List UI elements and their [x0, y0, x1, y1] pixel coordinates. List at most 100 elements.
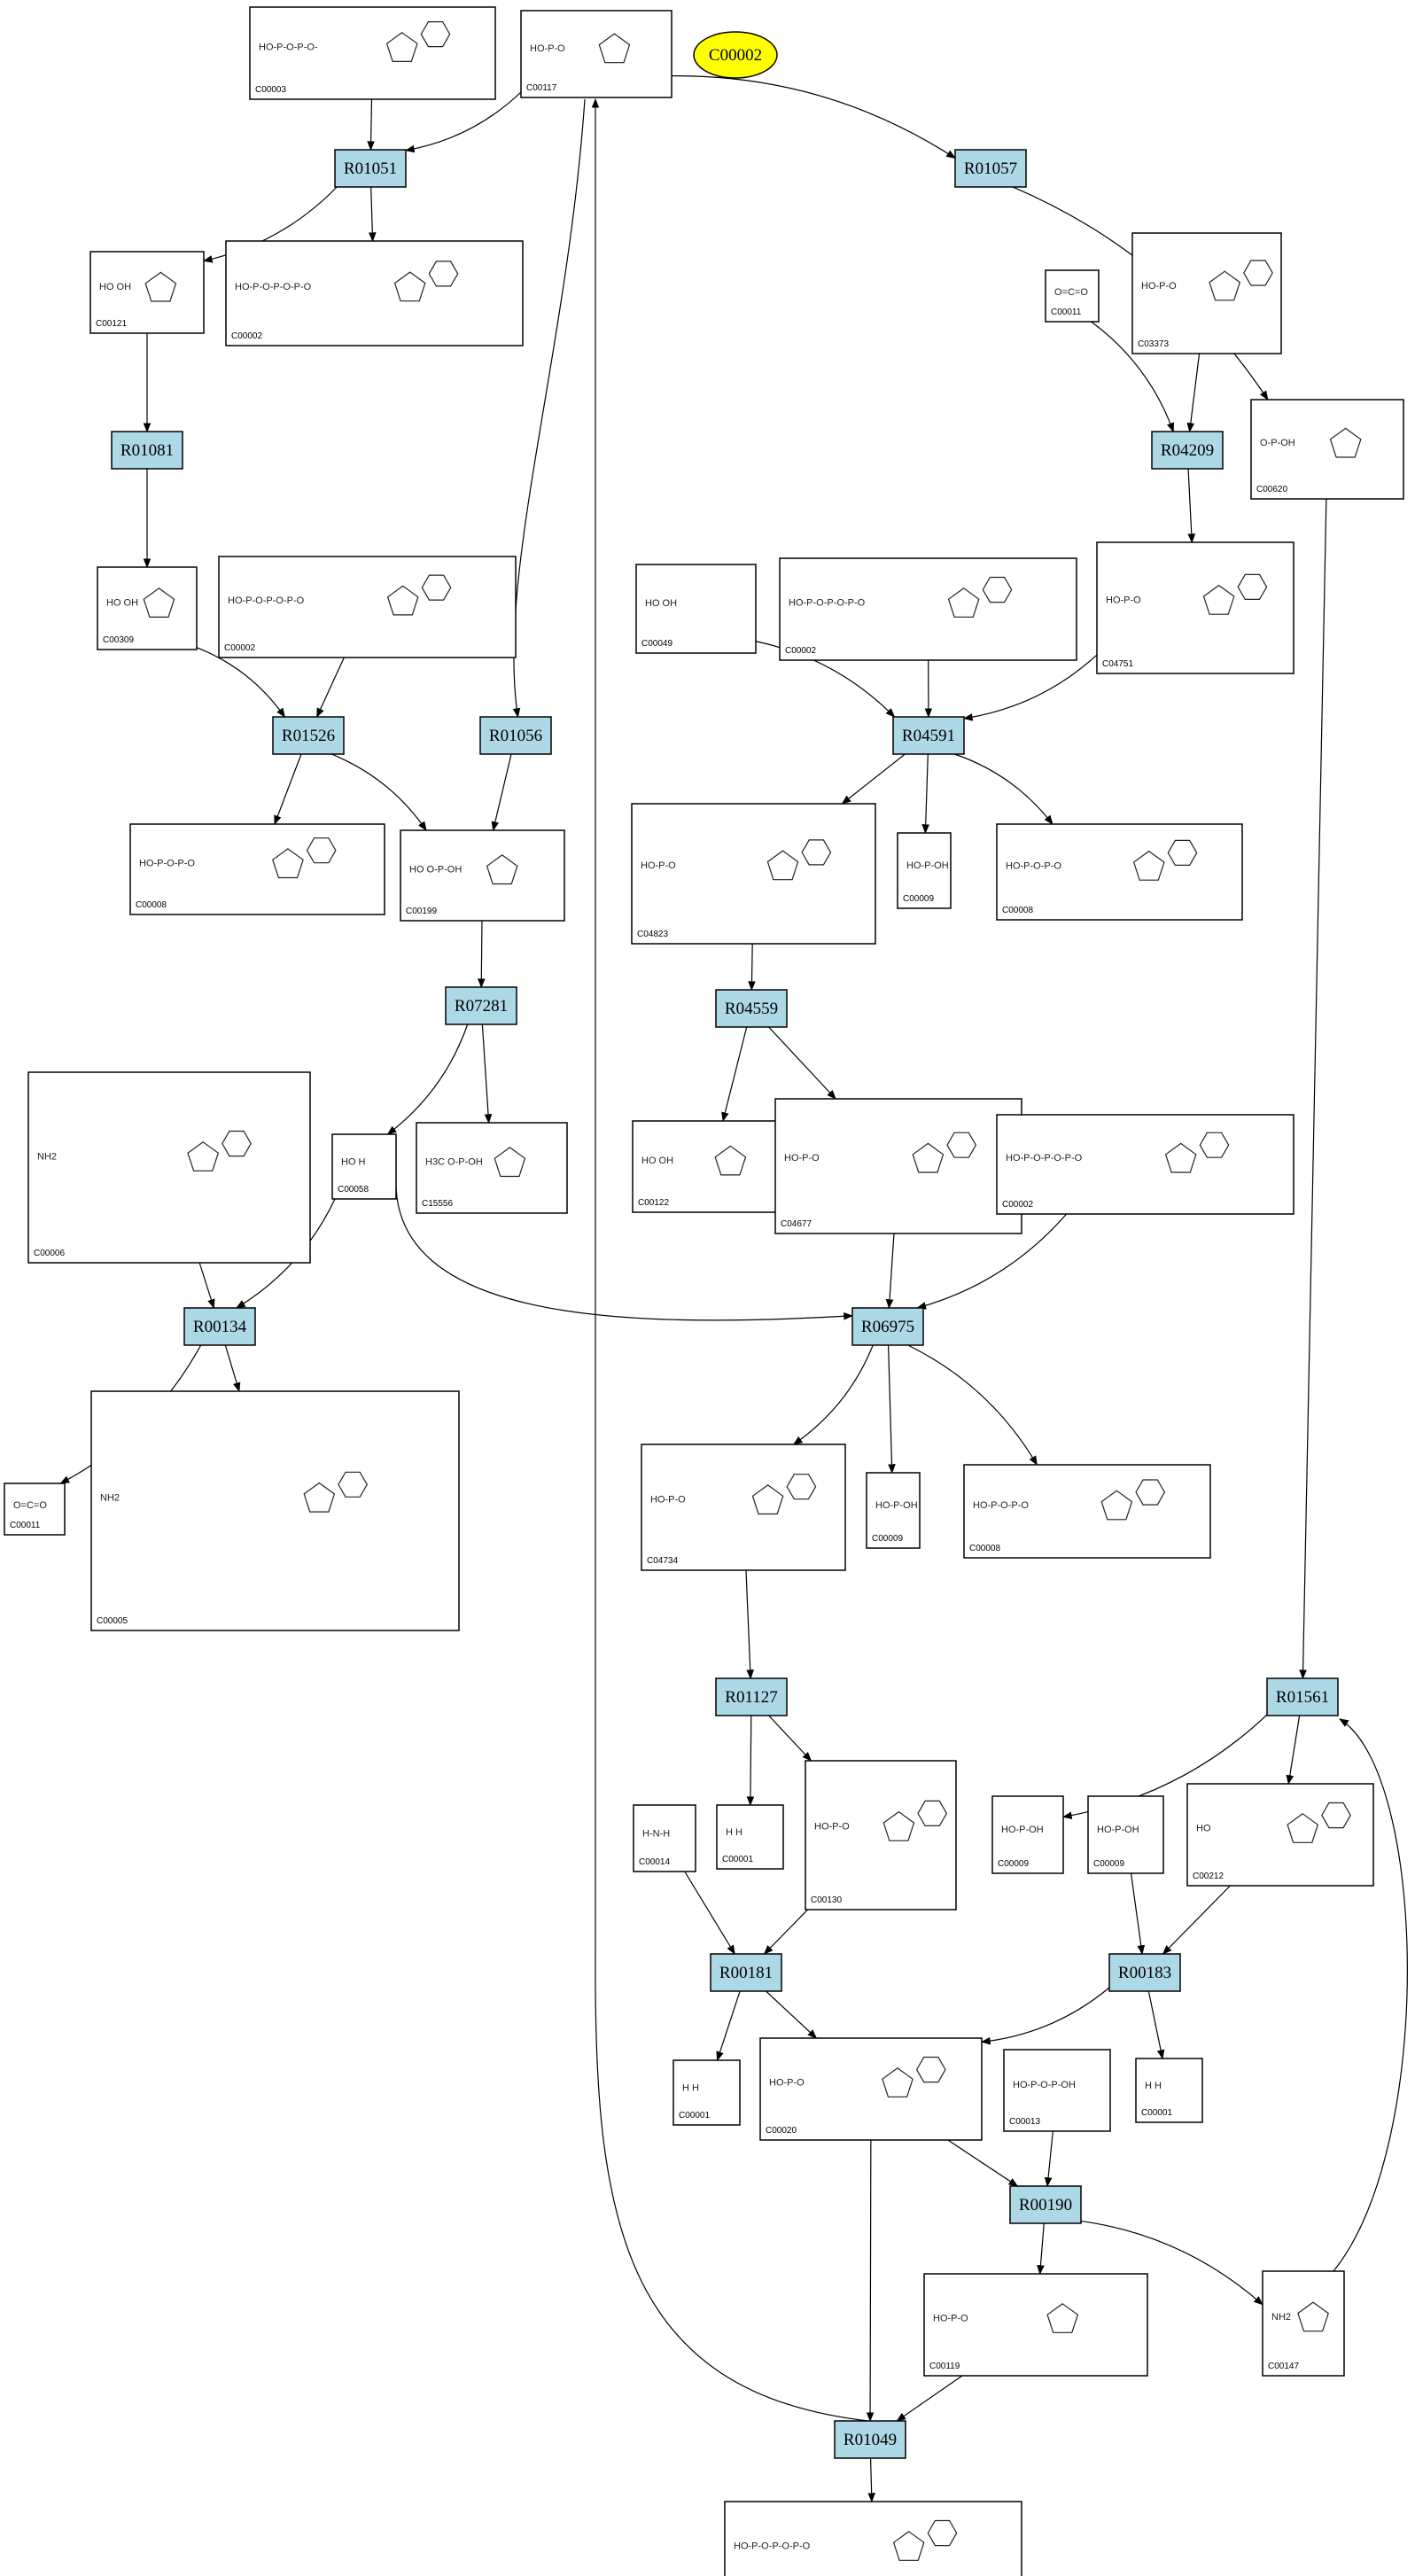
- edge-c00049-to-R04591: [755, 641, 896, 718]
- edge-c04677-to-R06975: [885, 1233, 895, 1310]
- compound-formula: HO-P-OH: [906, 860, 949, 871]
- ring-shape: [947, 588, 980, 618]
- reaction-node-R01081[interactable]: R01081: [111, 431, 183, 470]
- edge-c00117-to-R01057: [671, 75, 956, 159]
- reaction-node-R04591[interactable]: R04591: [892, 716, 965, 755]
- compound-id: C00002: [231, 331, 262, 341]
- reaction-label: R01081: [121, 441, 174, 460]
- compound-id: C00009: [998, 1859, 1029, 1869]
- reaction-node-R06975[interactable]: R06975: [851, 1307, 924, 1346]
- compound-formula: HO OH: [641, 1156, 673, 1166]
- reaction-node-R04209[interactable]: R04209: [1151, 431, 1224, 470]
- compound-box: [641, 1444, 846, 1571]
- ring-shape: [1046, 2303, 1079, 2333]
- edge-c04734-to-R01127: [745, 1569, 755, 1680]
- compound-formula: HO-P-O-P-O-P-O: [228, 595, 305, 606]
- edge-R01526-to-c00199: [330, 753, 427, 831]
- reaction-box: [272, 716, 345, 755]
- compound-node-c00003_top[interactable]: HO-P-O-P-O-C00003: [249, 6, 496, 100]
- reaction-node-R00183[interactable]: R00183: [1108, 1953, 1181, 1992]
- reaction-node-R00134[interactable]: R00134: [183, 1307, 256, 1346]
- reaction-box: [715, 1677, 788, 1716]
- legend-label: C00002: [709, 46, 762, 65]
- reaction-label: R00190: [1019, 2196, 1072, 2214]
- reaction-label: R01049: [844, 2431, 897, 2449]
- compound-box: [4, 1483, 66, 1536]
- reaction-node-R00190[interactable]: R00190: [1009, 2185, 1082, 2224]
- compound-id: C00005: [97, 1616, 128, 1626]
- reaction-box: [445, 986, 517, 1025]
- edge-R01561-to-c00212: [1286, 1715, 1301, 1786]
- compound-box: [897, 832, 952, 909]
- edge-R01049-to-c00117: [591, 97, 868, 2422]
- reaction-node-R01526[interactable]: R01526: [272, 716, 345, 755]
- reaction-node-R01051[interactable]: R01051: [334, 149, 407, 188]
- edge-c00309-to-R01526: [196, 647, 285, 718]
- legend-ellipse[interactable]: [693, 31, 778, 79]
- compound-formula: H H: [1145, 2081, 1162, 2091]
- reaction-node-R00181[interactable]: R00181: [710, 1953, 782, 1992]
- reaction-node-R01056[interactable]: R01056: [479, 716, 552, 755]
- compound-box: [805, 1760, 957, 1911]
- ring-shape: [306, 837, 337, 864]
- reaction-node-R07281[interactable]: R07281: [445, 986, 517, 1025]
- reaction-node-R01057[interactable]: R01057: [954, 149, 1027, 188]
- edge-c04823-to-R04559: [748, 943, 756, 992]
- reaction-box: [1108, 1953, 1181, 1992]
- reaction-node-R01561[interactable]: R01561: [1266, 1677, 1339, 1716]
- reaction-label: R07281: [455, 997, 508, 1016]
- compound-id: C03373: [1138, 339, 1169, 349]
- reaction-node-R04559[interactable]: R04559: [715, 989, 788, 1028]
- compound-formula: O=C=O: [13, 1500, 47, 1511]
- edge-R01056-to-c00199: [491, 753, 512, 832]
- ring-shape: [1287, 1813, 1319, 1843]
- ring-shape: [494, 1147, 526, 1178]
- reaction-node-R01127[interactable]: R01127: [715, 1677, 788, 1716]
- reaction-label: R01057: [964, 160, 1017, 178]
- reaction-node-R01049[interactable]: R01049: [834, 2420, 906, 2459]
- edge-c00002_d-to-R06975: [916, 1213, 1068, 1310]
- compound-box: [635, 564, 757, 654]
